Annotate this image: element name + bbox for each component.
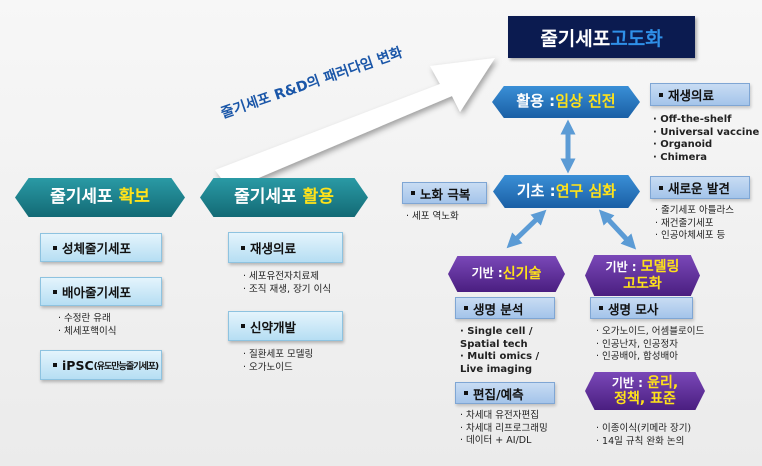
- modeling-highlight: 모델링: [640, 259, 680, 276]
- clinical-regen-box: 재생의료: [650, 83, 750, 106]
- use-header: 줄기세포 활용: [200, 178, 368, 217]
- newtech-header: 기반 : 신기술: [448, 256, 565, 292]
- bullet: Universal vaccine: [653, 127, 759, 140]
- left-diagonal-double-arrow: [506, 209, 547, 249]
- bullet: Off-the-shelf: [653, 114, 759, 127]
- clinical-bullets: Off-the-shelfUniversal vaccineOrganoidCh…: [653, 114, 759, 164]
- basic-highlight: 연구 심화: [555, 181, 617, 200]
- discovery-bullets: 줄기세포 아틀라스재건줄기세포인공아체세포 등: [655, 205, 734, 243]
- bullet: Multi omics / Live imaging: [460, 351, 560, 376]
- bullet: 데이터 + AI/DL: [460, 435, 548, 448]
- bullet: Chimera: [653, 152, 759, 165]
- basic-header: 기초 : 연구 심화: [493, 175, 640, 208]
- newtech-highlight: 신기술: [502, 265, 542, 282]
- ipsc-label: iPSC: [62, 357, 94, 373]
- use-highlight: 활용: [302, 186, 334, 207]
- analysis-box: 생명 분석: [455, 297, 555, 319]
- edit-box: 편집/예측: [455, 382, 555, 404]
- embryonic-stem-cell-box: 배아줄기세포: [40, 277, 162, 306]
- bullet: 오가노이드: [243, 362, 313, 375]
- bullet: 수정란 유래: [58, 313, 117, 326]
- bullet: 인공난자, 인공정자: [596, 339, 704, 352]
- bullet: 오가노이드, 어셈블로이드: [596, 326, 704, 339]
- adult-stem-cell-box: 성체줄기세포: [40, 233, 162, 262]
- bullet: 세포유전자치료제: [243, 271, 331, 284]
- bullet: 체세포핵이식: [58, 326, 116, 339]
- bullet: 줄기세포 아틀라스: [655, 205, 734, 218]
- regen-bullets: 세포유전자치료제조직 재생, 장기 이식: [243, 271, 331, 296]
- secure-header: 줄기세포 확보: [15, 178, 185, 217]
- drug-development-box: 신약개발: [228, 311, 343, 341]
- bullet: 질환세포 모델링: [243, 349, 313, 362]
- bullet: 차세대 리프로그래밍: [460, 423, 548, 436]
- edit-bullets: 차세대 유전자편집차세대 리프로그래밍데이터 + AI/DL: [460, 410, 548, 448]
- ethics-highlight: 윤리,: [647, 374, 679, 391]
- simulation-box: 생명 모사: [590, 297, 693, 319]
- ethics-label: 기반 :: [611, 375, 648, 390]
- secure-highlight: 확보: [118, 186, 150, 207]
- bullet: Organoid: [653, 139, 759, 152]
- bullet: 조직 재생, 장기 이식: [243, 284, 331, 297]
- clinical-label: 활용 :: [516, 92, 556, 111]
- bullet: 인공배아, 합성배아: [596, 351, 704, 364]
- bullet: 14일 규칙 완화 논의: [596, 436, 691, 449]
- bullet: 세포 역노화: [406, 211, 459, 224]
- ipsc-box: iPSC(유도만능줄기세포): [40, 350, 162, 380]
- bullet: 재건줄기세포: [655, 218, 734, 231]
- title-main: 줄기세포: [540, 27, 611, 50]
- paradigm-arrow-shape: [215, 58, 495, 190]
- clinical-header: 활용 : 임상 진전: [492, 86, 640, 118]
- bullet: 차세대 유전자편집: [460, 410, 548, 423]
- embryonic-bullets: 수정란 유래체세포핵이식: [58, 313, 117, 339]
- use-label: 줄기세포: [234, 186, 297, 207]
- analysis-bullets: Single cell / Spatial techMulti omics / …: [460, 326, 560, 376]
- bullet: 이종이식(키메라 장기): [596, 423, 691, 436]
- simulation-bullets: 오가노이드, 어셈블로이드인공난자, 인공정자인공배아, 합성배아: [596, 326, 704, 364]
- right-diagonal-double-arrow: [598, 209, 637, 250]
- ethics-bullets: 이종이식(키메라 장기)14일 규칙 완화 논의: [596, 423, 691, 448]
- regen-medicine-box: 재생의료: [228, 232, 343, 263]
- ipsc-note: (유도만능줄기세포): [93, 361, 159, 372]
- title-highlight: 고도화: [610, 27, 663, 50]
- discovery-box: 새로운 발견: [650, 176, 750, 199]
- modeling-highlight-2: 고도화: [623, 275, 662, 292]
- clinical-highlight: 임상 진전: [555, 92, 616, 111]
- aging-box: 노화 극복: [402, 182, 487, 204]
- basic-label: 기초 :: [516, 181, 556, 200]
- modeling-label: 기반 :: [605, 260, 641, 275]
- aging-bullets: 세포 역노화: [406, 211, 459, 224]
- bullet: Single cell / Spatial tech: [460, 326, 560, 351]
- bullet: 인공아체세포 등: [655, 230, 734, 243]
- ethics-highlight-2: 정책, 표준: [614, 391, 676, 407]
- secure-label: 줄기세포: [50, 186, 113, 207]
- newtech-label: 기반 :: [471, 266, 503, 281]
- ethics-header: 기반 : 윤리,정책, 표준: [585, 372, 705, 410]
- drug-bullets: 질환세포 모델링오가노이드: [243, 349, 313, 374]
